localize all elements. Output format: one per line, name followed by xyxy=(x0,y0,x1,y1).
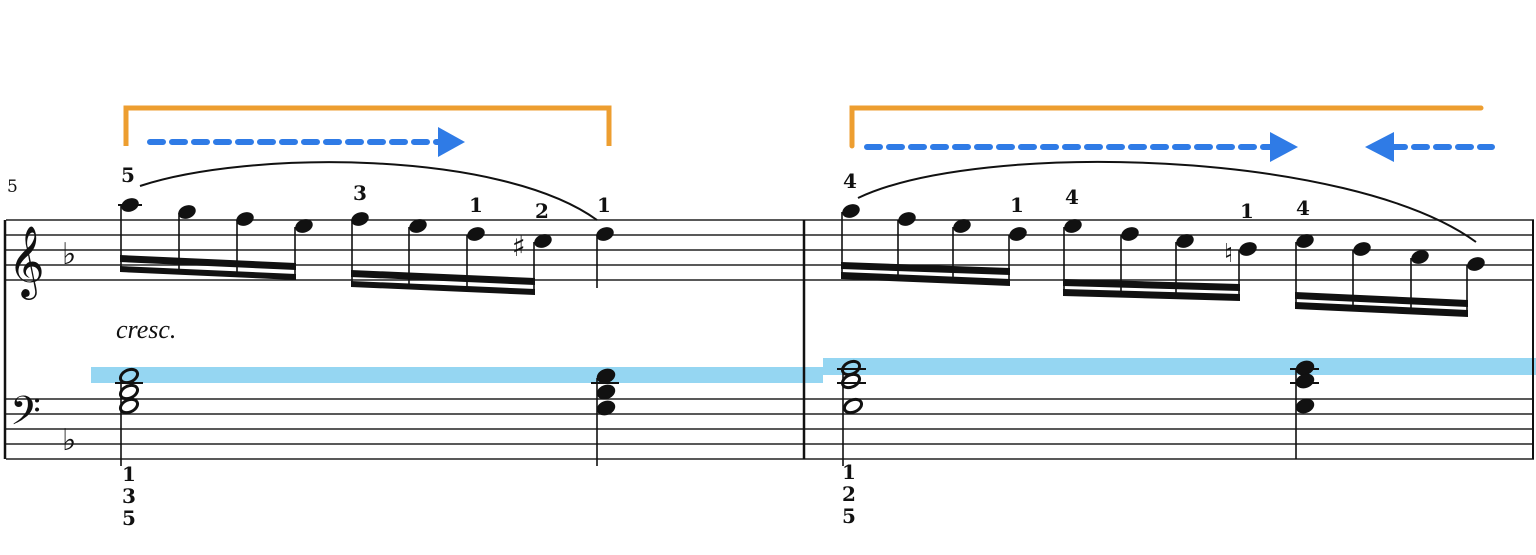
notehead xyxy=(467,227,485,241)
notehead xyxy=(1009,227,1027,241)
bass-staff xyxy=(6,398,1534,460)
m1-beam-group-2: ♯ xyxy=(351,212,552,295)
notehead xyxy=(1064,219,1082,233)
fingering: 4 xyxy=(843,169,857,193)
m2-beam-group-3 xyxy=(1295,234,1485,317)
arrow-right-icon xyxy=(1270,132,1298,162)
notehead xyxy=(842,204,860,218)
direction-arrow-left xyxy=(1365,132,1495,162)
m2-bass-fingering-stack: 1 2 5 xyxy=(842,460,856,528)
arrow-right-icon xyxy=(438,127,465,157)
m2-beam-group-1 xyxy=(841,204,1027,286)
m1-bass-chord-half xyxy=(115,367,143,466)
notehead xyxy=(1176,234,1194,248)
m1-quarter-note xyxy=(596,227,614,288)
measure-number: 5 xyxy=(7,177,18,197)
notehead xyxy=(1239,242,1257,256)
notehead xyxy=(1296,234,1314,248)
notehead xyxy=(236,212,254,226)
natural-accidental-icon: ♮ xyxy=(1224,239,1233,269)
bass-key-flat-icon: ♭ xyxy=(62,423,76,458)
treble-staff xyxy=(6,219,1534,281)
highlight-bands xyxy=(91,358,1536,383)
phrase-bracket-2 xyxy=(849,105,1484,149)
notehead xyxy=(596,227,614,241)
notehead xyxy=(1353,242,1371,256)
notehead xyxy=(121,198,139,212)
fingering: 3 xyxy=(122,484,136,508)
fingering: 5 xyxy=(121,163,135,187)
fingering: 1 xyxy=(1240,199,1254,223)
m1-beam-group-1 xyxy=(118,198,313,280)
m1-bass-fingering-stack: 1 3 5 xyxy=(122,462,136,530)
m2-beam-group-2: ♮ xyxy=(1063,219,1257,301)
notehead xyxy=(953,219,971,233)
notehead xyxy=(1121,227,1139,241)
fingering: 1 xyxy=(1010,193,1024,217)
notehead xyxy=(1295,360,1315,376)
fingering: 2 xyxy=(535,199,549,223)
fingering: 1 xyxy=(469,193,483,217)
notehead xyxy=(596,400,616,416)
bass-clef-icon: 𝄢 xyxy=(10,388,41,444)
notehead xyxy=(178,205,196,219)
notehead xyxy=(1295,373,1315,389)
arrow-left-icon xyxy=(1365,132,1394,162)
direction-arrow-right-2 xyxy=(864,132,1298,162)
notehead xyxy=(295,219,313,233)
notehead xyxy=(596,384,616,400)
m1-bass-chord-quarter xyxy=(591,368,619,466)
fingering: 1 xyxy=(842,460,856,484)
treble-key-flat-icon: ♭ xyxy=(62,237,76,272)
direction-arrow-right-1 xyxy=(147,127,465,157)
dynamic-marking: cresc. xyxy=(116,315,176,344)
notehead xyxy=(1295,398,1315,414)
notehead xyxy=(409,219,427,233)
treble-clef-icon: 𝄞 xyxy=(8,224,45,300)
notehead xyxy=(351,212,369,226)
slur-m2 xyxy=(857,160,1477,243)
highlight-band-m1 xyxy=(91,367,823,383)
notehead-open xyxy=(842,397,864,415)
highlight-band-m2 xyxy=(823,358,1536,375)
fingering: 3 xyxy=(353,181,367,205)
fingering: 2 xyxy=(842,482,856,506)
sharp-accidental-icon: ♯ xyxy=(512,230,526,263)
notehead xyxy=(1467,257,1485,271)
notehead xyxy=(596,368,616,384)
fingering: 1 xyxy=(597,193,611,217)
notehead xyxy=(1411,250,1429,264)
fingering: 5 xyxy=(122,506,136,530)
notehead xyxy=(898,212,916,226)
fingering: 1 xyxy=(122,462,136,486)
m2-bass-chord-half xyxy=(837,359,866,466)
notehead xyxy=(534,234,552,248)
slur-m1 xyxy=(139,161,598,221)
phrase-bracket-1 xyxy=(123,105,612,146)
fingering: 4 xyxy=(1065,185,1079,209)
fingering: 4 xyxy=(1296,196,1310,220)
fingering: 5 xyxy=(842,504,856,528)
m2-bass-chord-quarter xyxy=(1290,360,1319,459)
